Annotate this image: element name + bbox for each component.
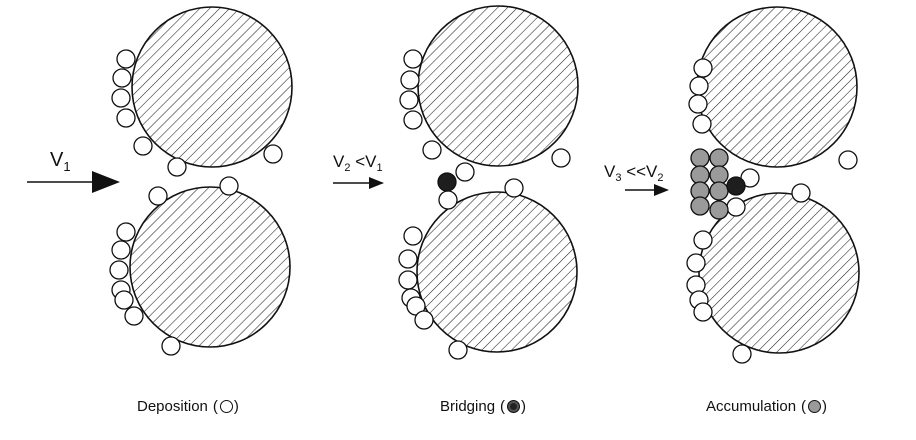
bridging-particle bbox=[437, 172, 457, 192]
deposited-particles bbox=[686, 58, 858, 364]
empty-particle-icon bbox=[219, 400, 233, 413]
caption-accumulation: Accumulation ( ) bbox=[706, 398, 828, 415]
caption-bridging: Bridging ( ) bbox=[440, 398, 527, 415]
caption-text: Bridging bbox=[440, 398, 496, 415]
dark-particle-icon bbox=[507, 400, 521, 413]
velocity-label-1: V1 bbox=[50, 149, 71, 174]
velocity-label-3: V3 <<V2 bbox=[604, 162, 664, 184]
grain-top bbox=[696, 6, 858, 168]
grain-bottom bbox=[129, 186, 291, 348]
velocity-label-2: V2 <V1 bbox=[333, 152, 383, 174]
gray-particle-icon bbox=[808, 400, 822, 413]
panel-deposition: V1 bbox=[27, 6, 293, 356]
grain-top bbox=[131, 6, 293, 168]
caption-deposition: Deposition ( ) bbox=[137, 398, 239, 415]
caption-text: Deposition bbox=[137, 398, 208, 415]
grain-bottom bbox=[416, 191, 578, 353]
grain-bottom bbox=[698, 192, 860, 354]
deposited-particles bbox=[398, 49, 571, 360]
flow-arrow-2 bbox=[333, 177, 384, 189]
accumulated-particles bbox=[690, 148, 729, 220]
panel-accumulation: V3 <<V2 bbox=[604, 6, 860, 364]
flow-arrow-3 bbox=[625, 184, 669, 196]
caption-text: Accumulation bbox=[706, 398, 797, 415]
deposited-particles bbox=[109, 49, 283, 356]
flow-arrow-1 bbox=[27, 171, 120, 193]
grain-top bbox=[417, 5, 579, 167]
panel-bridging: V2 <V1 bbox=[333, 5, 579, 360]
bridging-particle bbox=[726, 176, 746, 196]
